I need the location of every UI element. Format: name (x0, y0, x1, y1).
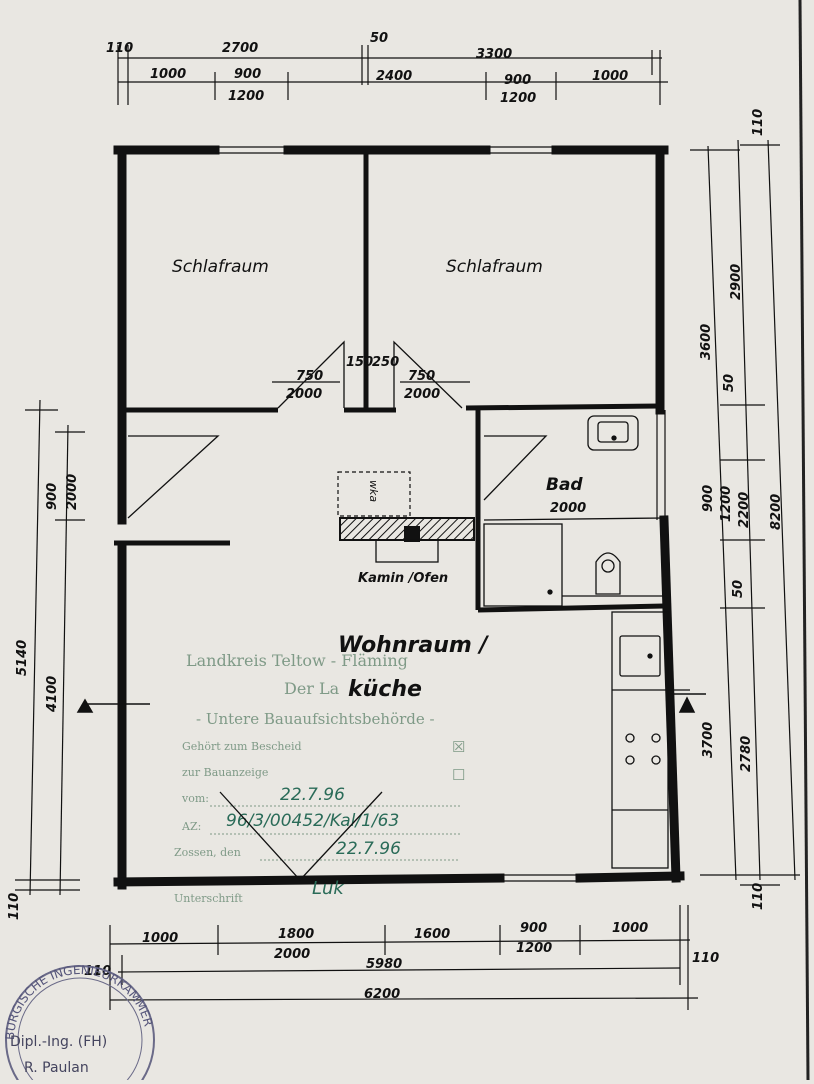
dim-right-2780: 2780 (739, 736, 754, 772)
interior-walls (114, 154, 665, 613)
dim-left-2000: 2000 (65, 474, 80, 510)
bedroom-doors (272, 340, 470, 409)
door-right-2000: 2000 (404, 387, 440, 402)
dim-right-110: 110 (751, 109, 766, 136)
dim-top-900-right: 900 (504, 73, 531, 88)
dim-bottom-1000-right: 1000 (612, 921, 648, 936)
seal-name-line1: Dipl.-Ing. (FH) (10, 1034, 107, 1050)
stamp-row-bauanzeige: zur Bauanzeige (182, 766, 268, 779)
dim-top-50: 50 (370, 31, 388, 46)
dim-right-2200: 2200 (737, 492, 752, 528)
dim-top-1200-right: 1200 (500, 91, 536, 106)
stamp-handwritten-date-zossen: 22.7.96 (336, 839, 401, 859)
dim-left-5140: 5140 (15, 640, 30, 676)
stamp-row-unterschrift: Unterschrift (174, 892, 243, 905)
room-label-bad: Bad (546, 475, 583, 495)
fireplace (337, 471, 475, 563)
section-markers (76, 693, 706, 713)
dim-right-8200: 8200 (769, 494, 784, 530)
dim-right-3700: 3700 (701, 722, 716, 758)
dim-left-4100: 4100 (45, 676, 60, 713)
dim-right-3600: 3600 (699, 324, 714, 360)
stamp-signature: Luk (312, 878, 345, 899)
door-dim-150: 150 (346, 355, 373, 370)
stamp-row-zossen: Zossen, den (174, 846, 241, 859)
room-label-schlafraum-right: Schlafraum (446, 257, 543, 277)
dim-bottom-1000-left: 1000 (142, 931, 178, 946)
room-label-schlafraum-left: Schlafraum (172, 257, 269, 277)
dim-top-3300: 3300 (476, 47, 512, 62)
dim-bottom-1200: 1200 (516, 941, 552, 956)
room-label-kuche: küche (348, 677, 422, 702)
dim-top-110: 110 (106, 41, 133, 56)
dim-right-900: 900 (701, 485, 716, 512)
door-left-2000: 2000 (286, 387, 322, 402)
right-dimensions (690, 139, 800, 886)
top-dimensions (117, 45, 668, 105)
bathroom-fixtures (483, 415, 665, 607)
dim-top-2400: 2400 (376, 69, 412, 84)
stamp-line-landkreis: Landkreis Teltow - Fläming (186, 651, 408, 670)
room-label-kamin: Kamin /Ofen (358, 571, 448, 586)
dim-right-50-top: 50 (722, 374, 737, 392)
stamp-cross-lines (219, 791, 383, 881)
dim-right-1200: 1200 (719, 486, 734, 522)
kitchen-counter (611, 611, 690, 869)
door-right-750: 750 (408, 369, 435, 384)
room-label-wohnraum: Wohnraum / (338, 633, 489, 658)
dim-right-110-bottom: 110 (751, 883, 766, 910)
dim-bottom-110-left: 110 (84, 964, 111, 979)
stamp-handwritten-date-vom: 22.7.96 (280, 785, 345, 805)
stamp-line-der: Der La (284, 679, 340, 698)
dim-right-2900: 2900 (729, 264, 744, 300)
dim-top-1200-left: 1200 (228, 89, 264, 104)
approval-stamp: Landkreis Teltow - Fläming Der La - Unte… (174, 651, 465, 905)
door-dim-250: 250 (372, 355, 399, 370)
seal-name-line2: R. Paulan (24, 1060, 89, 1076)
bad-door-2000: 2000 (550, 501, 586, 516)
dim-bottom-2000: 2000 (274, 947, 310, 962)
stamp-row-bescheid: Gehört zum Bescheid (182, 740, 302, 753)
left-dimensions (15, 399, 85, 896)
exterior-walls (113, 145, 685, 890)
dim-top-900-left: 900 (234, 67, 261, 82)
stamp-handwritten-az: 96/3/00452/Kal/1/63 (226, 811, 399, 831)
dim-top-1000-right: 1000 (592, 69, 628, 84)
dim-bottom-110-right: 110 (692, 951, 719, 966)
paper-edge-line (798, 0, 810, 1081)
dim-bottom-1600: 1600 (414, 927, 450, 942)
dim-bottom-900: 900 (520, 921, 547, 936)
dim-bottom-5980: 5980 (366, 957, 402, 972)
dim-top-2700: 2700 (222, 41, 258, 56)
dim-right-50-bottom: 50 (731, 580, 746, 598)
dim-left-900: 900 (45, 483, 60, 510)
dim-left-110: 110 (7, 893, 22, 920)
door-left-750: 750 (296, 369, 323, 384)
dim-top-1000-left: 1000 (150, 67, 186, 82)
room-label-wka: wka (367, 480, 380, 502)
stamp-row-az: AZ: (181, 820, 201, 833)
stamp-checkbox-bescheid: ☒ (452, 738, 465, 756)
stamp-checkbox-bauanzeige: ☐ (452, 766, 465, 784)
stamp-line-behoerde: - Untere Bauaufsichtsbehörde - (196, 710, 435, 728)
dim-bottom-1800: 1800 (278, 927, 314, 942)
windows (215, 146, 666, 882)
living-door-swing (127, 435, 548, 519)
stamp-row-vom: vom: (181, 792, 209, 805)
dim-bottom-6200: 6200 (364, 987, 400, 1002)
